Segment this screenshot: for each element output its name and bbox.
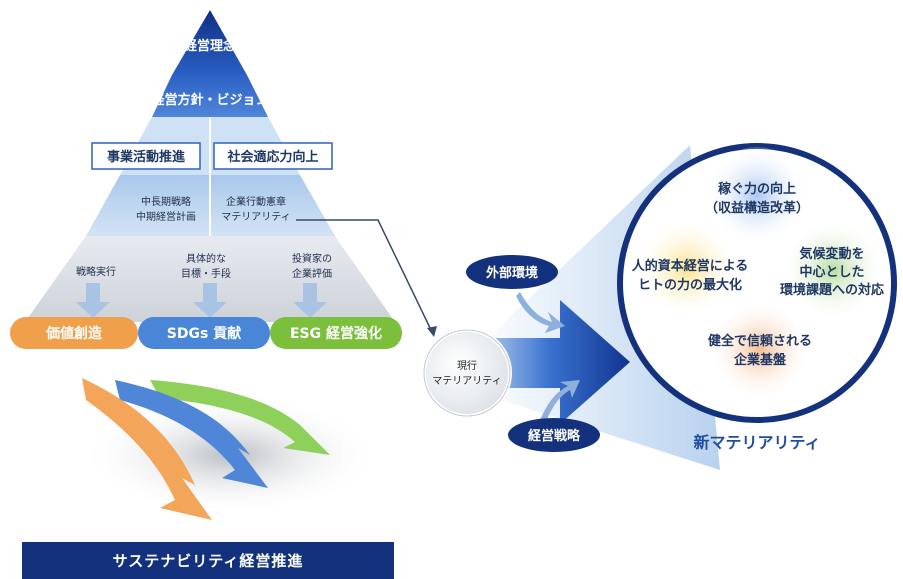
- mid-right-line1: 企業行動憲章: [226, 195, 286, 208]
- down-arrows: [76, 283, 327, 318]
- blob-human-capital: [639, 220, 735, 316]
- sustainability-banner: サステナビリティ経営推進: [22, 542, 394, 579]
- arrow2-line1: 具体的な: [186, 252, 226, 265]
- feed-arrow-external: [516, 292, 565, 333]
- blob-left-line2: ヒトの力の最大化: [638, 277, 742, 293]
- external-environment-badge: [466, 255, 558, 289]
- blob-governance: [712, 302, 808, 398]
- blob-right-line2: 中心とした: [799, 264, 864, 280]
- blob-earning-power: [709, 147, 805, 243]
- pill-value-creation: [10, 317, 138, 349]
- arrow3-line2: 企業評価: [292, 267, 332, 280]
- blob-bottom-line2: 企業基盤: [733, 352, 787, 368]
- pill-value-label: 価値創造: [45, 325, 102, 342]
- pill-sdgs: [138, 317, 270, 349]
- connector-line: [296, 219, 433, 333]
- policy-label: 経営方針・ビジョン: [151, 92, 268, 108]
- mid-left-line1: 中長期戦略: [141, 195, 191, 208]
- blob-top-line1: 稼ぐ力の向上: [718, 181, 796, 197]
- pyramid-top-band: [172, 10, 247, 75]
- philosophy-label: 経営理念: [184, 38, 236, 54]
- down-arrow-2: [193, 283, 227, 318]
- curved-arrow-orange: [82, 378, 212, 520]
- current-line1: 現行: [457, 359, 477, 372]
- connector-arrowhead: [427, 326, 437, 337]
- social-label: 社会適応力向上: [226, 149, 318, 165]
- new-materiality-circle: [617, 143, 897, 423]
- curved-arrow-blue: [115, 380, 268, 488]
- blob-climate: [785, 222, 881, 318]
- current-materiality-ring: [423, 329, 511, 417]
- down-arrow-3: [293, 283, 327, 318]
- business-label: 事業活動推進: [107, 149, 185, 165]
- blob-right-line1: 気候変動を: [799, 246, 864, 262]
- arrow3-line1: 投資家の: [292, 252, 332, 265]
- pyramid-policy-band: [152, 75, 268, 117]
- blob-left-line1: 人的資本経営による: [632, 258, 749, 274]
- management-strategy-badge: [508, 418, 600, 452]
- arrow2-line2: 目標・手段: [181, 267, 231, 280]
- blob-bottom-line1: 健全で信頼される: [708, 333, 812, 349]
- external-environment-label: 外部環境: [485, 265, 538, 281]
- blob-top-line2: （収益構造改革）: [705, 200, 809, 216]
- mid-right-line2: マテリアリティ: [221, 212, 290, 223]
- mid-left-line2: 中期経営計画: [136, 210, 196, 223]
- current-line2: マテリアリティ: [432, 376, 501, 387]
- pill-sdgs-label: SDGs 貢献: [167, 325, 241, 342]
- curved-arrows: [82, 378, 330, 520]
- feed-arrow-strategy: [540, 380, 580, 422]
- down-arrow-1: [76, 283, 110, 318]
- pill-esg: [270, 317, 402, 349]
- arrow1-label: 戦略実行: [76, 265, 116, 278]
- blob-right-line3: 環境課題への対応: [780, 282, 884, 298]
- big-arrow: [470, 300, 630, 424]
- business-box: [91, 142, 201, 170]
- curved-arrow-green: [150, 380, 330, 455]
- new-materiality-title: 新マテリアリティ: [693, 433, 820, 452]
- social-box: [213, 142, 333, 170]
- pill-esg-label: ESG 経営強化: [290, 325, 382, 342]
- management-strategy-label: 経営戦略: [528, 428, 581, 444]
- pyramid-grey-band: [25, 236, 395, 322]
